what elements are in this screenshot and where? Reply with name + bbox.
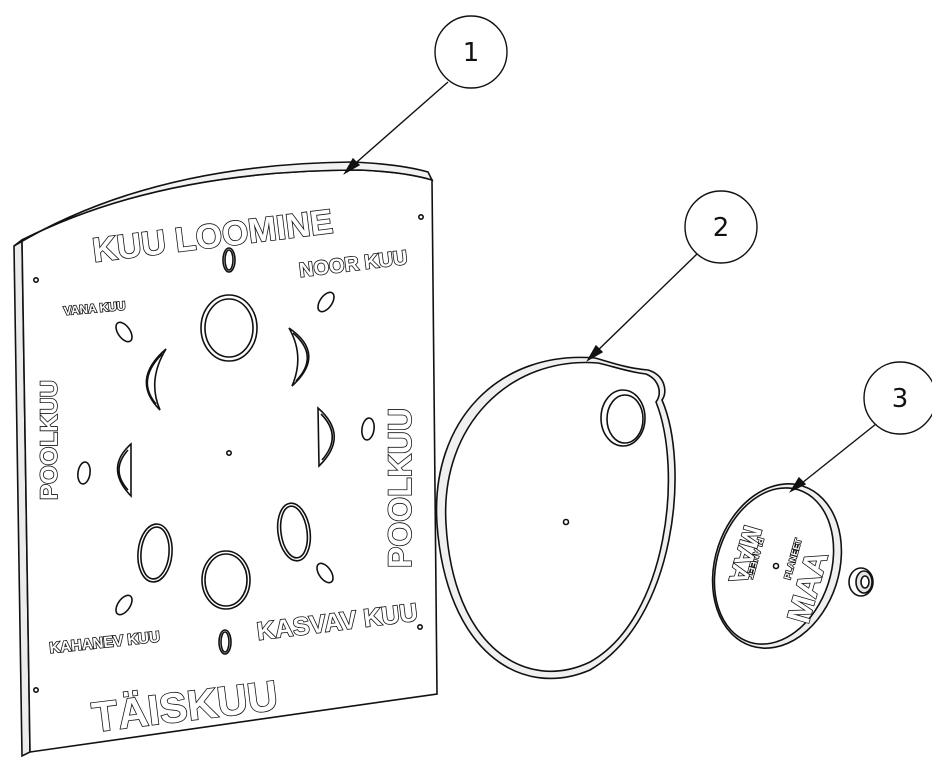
leader-1: [349, 81, 449, 169]
plate-hole-bl: [32, 686, 39, 693]
disc-center-hole: [562, 518, 570, 526]
disc-window-inner: [606, 394, 644, 444]
crescent-upper-right-inner: [292, 332, 309, 382]
earth-disc-center-hole: [772, 562, 780, 570]
plate-hole-center: [226, 449, 233, 456]
half-moon-right: [317, 406, 335, 468]
label-poolkuu-left: POOLKUU: [36, 380, 63, 500]
leader-2-arrow: [586, 344, 604, 362]
full-moon-hole-inner: [204, 553, 248, 607]
balloon-2-circle: [684, 190, 758, 264]
part-3-earth-disc: [711, 483, 843, 649]
plate-edge-top: [13, 161, 434, 247]
label-vana-kuu: VANA KUU: [63, 299, 126, 318]
slot-left: [77, 461, 91, 485]
slot-upper-left: [115, 321, 133, 343]
crescent-upper-left: [145, 348, 167, 411]
slot-lower-right: [316, 562, 334, 584]
leader-1-arrow: [343, 157, 361, 175]
slot-top-inner: [224, 249, 234, 271]
balloon-2-number: 2: [713, 213, 730, 243]
balloon-3-number: 3: [892, 384, 909, 414]
half-moon-right-inner: [320, 413, 334, 461]
part-2-rotating-disc: [435, 356, 676, 680]
pin-face-inner: [860, 575, 870, 589]
plate-hole-tr: [417, 214, 424, 221]
half-moon-left-inner: [118, 449, 129, 491]
slot-bottom-inner: [220, 631, 230, 653]
gibbous-lower-left-inner: [140, 526, 170, 580]
pin: [848, 567, 874, 597]
gibbous-lower-right-inner: [279, 505, 309, 559]
balloon-numbers: 1 2 3: [463, 38, 909, 414]
slot-right: [361, 417, 375, 441]
label-taiskuu: TÄISKUU: [89, 672, 280, 741]
slot-upper-right: [317, 291, 335, 313]
new-moon-hole-inner: [204, 298, 254, 358]
plate-hole-tl: [32, 276, 39, 283]
balloon-1-circle: [434, 15, 508, 89]
half-moon-left: [116, 442, 132, 498]
leader-2: [592, 252, 699, 356]
balloon-3-circle: [863, 361, 932, 435]
leader-3-arrow: [789, 476, 807, 493]
label-poolkuu-right: POOLKUU: [382, 408, 418, 568]
crescent-upper-left-inner: [146, 353, 163, 405]
leader-3: [796, 423, 877, 488]
slot-lower-left: [115, 594, 133, 616]
balloon-1-number: 1: [463, 38, 480, 68]
part-1-moon-phase-plate: [13, 161, 438, 758]
plate-hole-br: [416, 623, 423, 630]
callouts: [343, 15, 932, 493]
